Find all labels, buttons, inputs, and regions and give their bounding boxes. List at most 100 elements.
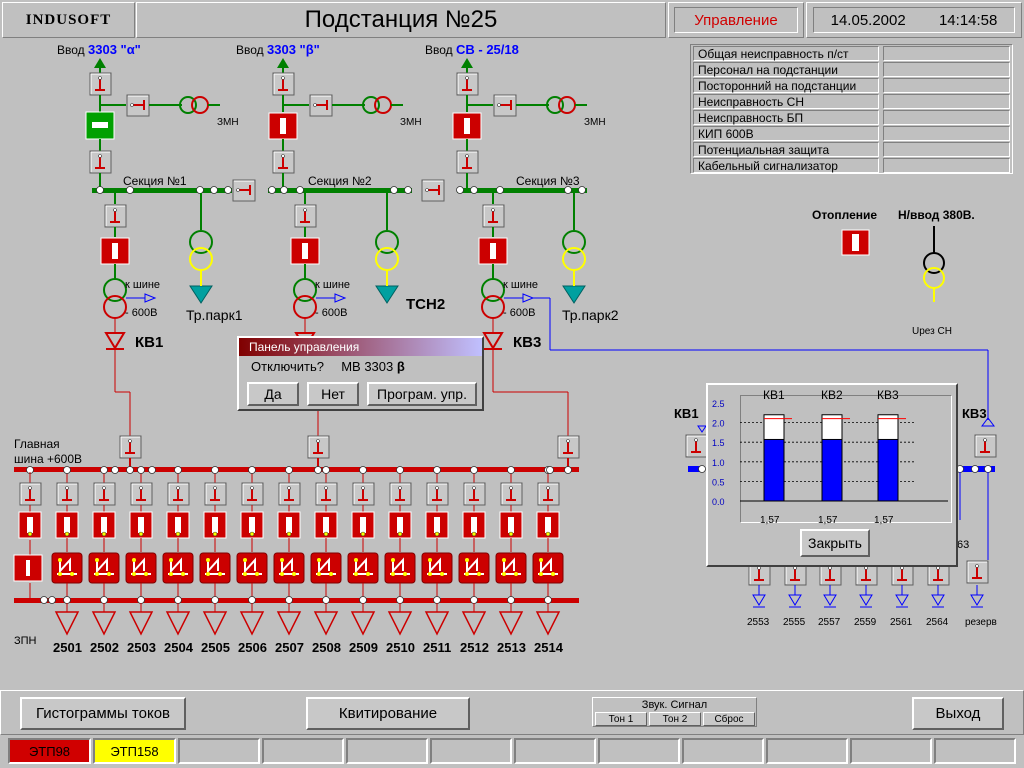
zmn-transformer-icon xyxy=(362,96,380,114)
feeder-cart[interactable] xyxy=(236,552,268,584)
zpn-disconnector[interactable] xyxy=(19,482,42,506)
rectifier-disconnector[interactable] xyxy=(104,204,127,228)
feeder-disconnector[interactable] xyxy=(278,482,301,506)
connection-node xyxy=(359,466,367,474)
feeder-cart[interactable] xyxy=(162,552,194,584)
kv-output-disconnector[interactable] xyxy=(307,435,330,459)
yes-button[interactable]: Да xyxy=(247,382,299,406)
connection-node xyxy=(470,186,478,194)
feeder-cart[interactable] xyxy=(421,552,453,584)
status-etp98[interactable]: ЭТП98 xyxy=(8,738,91,764)
feeder-disconnector[interactable] xyxy=(537,482,560,506)
kv-output-disconnector[interactable] xyxy=(557,435,580,459)
feeder-cart[interactable] xyxy=(532,552,564,584)
status-etp158[interactable]: ЭТП158 xyxy=(93,738,176,764)
right-feeder-number: 2553 xyxy=(747,617,770,628)
feeder-cart[interactable] xyxy=(125,552,157,584)
input-breaker[interactable] xyxy=(452,112,482,140)
feeder-disconnector[interactable] xyxy=(241,482,264,506)
kv-label: КВ3 xyxy=(513,334,541,351)
section-disconnector[interactable] xyxy=(456,150,479,174)
input-disconnector[interactable] xyxy=(272,72,295,96)
section-tie-disconnector[interactable] xyxy=(421,179,445,202)
feeder-disconnector[interactable] xyxy=(389,482,412,506)
feeder-disconnector[interactable] xyxy=(463,482,486,506)
right-feeder-disconnector[interactable] xyxy=(966,560,989,584)
feeder-cart[interactable] xyxy=(199,552,231,584)
rectifier-disconnector[interactable] xyxy=(482,204,505,228)
feeder-cart[interactable] xyxy=(273,552,305,584)
section-tie-disconnector[interactable] xyxy=(232,179,256,202)
feeder-disconnector[interactable] xyxy=(93,482,116,506)
feeder-disconnector[interactable] xyxy=(500,482,523,506)
feeder-disconnector[interactable] xyxy=(426,482,449,506)
feeder-breaker[interactable] xyxy=(166,511,190,539)
to-bus-label: к шине xyxy=(315,279,350,291)
feeder-breaker[interactable] xyxy=(462,511,486,539)
rectifier-breaker[interactable] xyxy=(100,237,130,265)
aux-load-icon xyxy=(189,285,213,304)
zmn-disconnector[interactable] xyxy=(126,94,150,117)
rectifier-breaker[interactable] xyxy=(478,237,508,265)
tone2-button[interactable]: Тон 2 xyxy=(649,712,701,726)
exit-button[interactable]: Выход xyxy=(912,697,1004,730)
feeder-cart[interactable] xyxy=(310,552,342,584)
status-slot-empty xyxy=(850,738,932,764)
feeder-breaker[interactable] xyxy=(240,511,264,539)
tone1-button[interactable]: Тон 1 xyxy=(595,712,647,726)
feeder-breaker[interactable] xyxy=(351,511,375,539)
section-disconnector[interactable] xyxy=(272,150,295,174)
alarm-label: Персонал на подстанции xyxy=(693,62,879,77)
status-slot-empty xyxy=(430,738,512,764)
feeder-cart[interactable] xyxy=(384,552,416,584)
feeder-breaker[interactable] xyxy=(55,511,79,539)
feeder-cart[interactable] xyxy=(495,552,527,584)
feeder-number: 2501 xyxy=(53,640,82,655)
input-breaker[interactable] xyxy=(268,112,298,140)
rectifier-disconnector[interactable] xyxy=(294,204,317,228)
zmn-disconnector[interactable] xyxy=(493,94,517,117)
section-disconnector[interactable] xyxy=(89,150,112,174)
feeder-disconnector[interactable] xyxy=(315,482,338,506)
feeder-disconnector[interactable] xyxy=(204,482,227,506)
rectifier-breaker[interactable] xyxy=(290,237,320,265)
feeder-breaker[interactable] xyxy=(536,511,560,539)
zmn-disconnector[interactable] xyxy=(309,94,333,117)
status-slot-empty xyxy=(934,738,1016,764)
program-control-button[interactable]: Програм. упр. xyxy=(367,382,477,406)
section-label: Секция №1 xyxy=(123,174,187,188)
dialog-titlebar[interactable]: Панель управления xyxy=(239,338,482,356)
feeder-cart[interactable] xyxy=(347,552,379,584)
feeder-breaker[interactable] xyxy=(277,511,301,539)
no-button[interactable]: Нет xyxy=(307,382,359,406)
feeder-disconnector[interactable] xyxy=(167,482,190,506)
feeder-breaker[interactable] xyxy=(314,511,338,539)
feeder-number: 2509 xyxy=(349,640,378,655)
feeder-cart[interactable] xyxy=(51,552,83,584)
feeder-disconnector[interactable] xyxy=(130,482,153,506)
right-disconnector[interactable] xyxy=(685,434,708,458)
connection-node xyxy=(248,596,256,604)
feeder-breaker[interactable] xyxy=(499,511,523,539)
right-disconnector[interactable] xyxy=(974,434,997,458)
input-disconnector[interactable] xyxy=(456,72,479,96)
reset-sound-button[interactable]: Сброс xyxy=(703,712,755,726)
feeder-breaker[interactable] xyxy=(92,511,116,539)
feeder-breaker[interactable] xyxy=(203,511,227,539)
feeder-cart[interactable] xyxy=(88,552,120,584)
acknowledge-button[interactable]: Квитирование xyxy=(306,697,470,730)
input-disconnector[interactable] xyxy=(89,72,112,96)
feeder-disconnector[interactable] xyxy=(352,482,375,506)
zpn-breaker[interactable] xyxy=(18,511,42,539)
close-histogram-button[interactable]: Закрыть xyxy=(800,529,870,557)
feeder-breaker[interactable] xyxy=(388,511,412,539)
feeder-breaker[interactable] xyxy=(129,511,153,539)
feeder-cart[interactable] xyxy=(458,552,490,584)
current-histograms-button[interactable]: Гистограммы токов xyxy=(20,697,186,730)
kv-output-disconnector[interactable] xyxy=(119,435,142,459)
feeder-disconnector[interactable] xyxy=(56,482,79,506)
feeder-breaker[interactable] xyxy=(425,511,449,539)
to-bus-label: к шине xyxy=(125,279,160,291)
main-bus xyxy=(14,467,579,472)
